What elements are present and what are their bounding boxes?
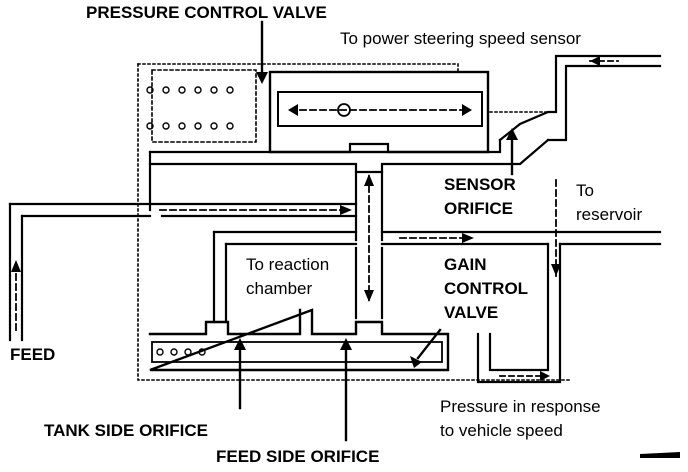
housing-outline-lower [137, 63, 571, 381]
tank-orifice-arrowhead [234, 338, 246, 350]
central-down-arrowhead [364, 290, 374, 302]
gain-control-valve-body [148, 308, 450, 372]
power-steering-sensor-label: To power steering speed sensor [340, 29, 581, 48]
feed-up-arrowhead [11, 260, 21, 272]
return-line-inner [476, 242, 562, 384]
sensor-line [498, 54, 662, 142]
reaction-chamber-label-line1: To reaction [246, 255, 330, 274]
feed-side-orifice-label: FEED SIDE ORIFICE [216, 447, 380, 466]
spring-coils-lower [156, 348, 206, 356]
reservoir-down-arrowhead [551, 264, 561, 276]
sensor-orifice-label-line2: ORIFICE [444, 199, 513, 218]
corner-mark [640, 452, 680, 458]
pressure-control-spool [277, 91, 483, 127]
pressure-control-valve-label: PRESSURE CONTROL VALVE [86, 3, 327, 22]
feed-line-vertical [8, 202, 24, 342]
sensor-orifice-label-line1: SENSOR [444, 175, 516, 194]
feed-label: FEED [10, 345, 56, 364]
reaction-chamber-label-line2: chamber [246, 279, 313, 298]
pcv-arrowhead [256, 72, 268, 84]
sensor-line-arrowhead [590, 56, 600, 66]
housing-outline [137, 63, 549, 113]
tank-side-orifice-label: TANK SIDE ORIFICE [44, 421, 209, 440]
gain-control-valve-label-line1: GAIN [444, 255, 487, 274]
gain-valve-arrowhead [410, 356, 422, 368]
gain-control-spool [151, 341, 443, 363]
pressure-response-label-line2: to vehicle speed [440, 421, 563, 440]
feed-right-arrowhead [340, 205, 352, 215]
feed-orifice-arrowhead [340, 338, 352, 350]
pressure-control-spring-housing [151, 69, 257, 143]
central-up-arrowhead [364, 174, 374, 186]
to-reservoir-label-line2: reservoir [576, 205, 643, 224]
spool-right-arrowhead [462, 104, 472, 116]
spool-left-arrowhead [288, 104, 298, 116]
pressure-control-valve-body [268, 70, 490, 154]
gain-control-valve-label-line2: CONTROL [444, 279, 529, 298]
spring-coils-upper [146, 86, 234, 130]
to-reservoir-label-line1: To [576, 181, 594, 200]
return-arrowhead [540, 371, 550, 381]
upper-passage [148, 138, 502, 154]
spool-center-pin [337, 103, 351, 117]
gain-control-valve-label-line3: VALVE [444, 303, 499, 322]
pressure-response-label-line1: Pressure in response [440, 397, 601, 416]
gain-valve-leader [416, 328, 442, 360]
sensor-line-inner [546, 64, 662, 142]
sensor-orifice-arrowhead [506, 128, 518, 140]
return-line [488, 242, 550, 372]
reservoir-right-arrowhead [462, 233, 474, 243]
